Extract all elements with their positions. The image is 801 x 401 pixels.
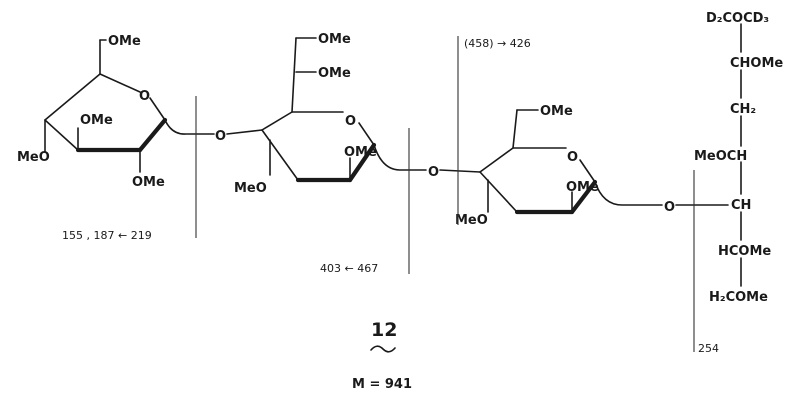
fragment-label-3: (458) → 426 [464,37,531,50]
glycosidic-oxygen-1: O [215,129,226,144]
molecular-mass-label: M = 941 [352,377,412,392]
ring2-meo-label: MeO [234,181,267,196]
ring1-ome-2-label: OMe [132,175,165,190]
compound-number: 12 [371,319,397,341]
ring1-meo-4-label: MeO [17,150,50,165]
ring1-ome-3-label: OMe [80,113,113,128]
alditol-c2-label: CHOMe [730,56,783,71]
fragment-label-2: 403 ← 467 [320,262,378,275]
ring2-ome-b-label: OMe [318,66,351,81]
alditol-c3-label: CH₂ [730,102,756,117]
ring2-ome-a-label: OMe [318,32,351,47]
alditol-c6-label: HCOMe [718,244,771,259]
ring2-ring-oxygen: O [345,114,356,129]
ring1-ring-oxygen: O [139,89,150,104]
alditol-c7-label: H₂COMe [709,290,768,305]
alditol-c5-label: CH [731,198,751,213]
glycosidic-oxygen-2: O [428,165,439,180]
ring-2 [261,37,427,183]
fragmentation-lines [195,36,695,352]
fragment-label-4: 254 [698,342,719,355]
alditol-c1-label: D₂COCD₃ [706,11,769,26]
ring-1 [44,39,215,173]
glycosidic-oxygen-3: O [664,200,675,215]
ring3-ring-oxygen: O [567,150,578,165]
ring1-ch2ome-label: OMe [108,34,141,49]
ring3-meo-label: MeO [455,213,488,228]
ring2-ome-2-label: OMe [344,145,377,160]
ring-3 [479,109,663,215]
fragment-label-1: 155 , 187 ← 219 [62,229,152,242]
alditol-c4-label: MeOCH [694,149,747,164]
compound-number-tilde [370,345,396,353]
ring3-ch2ome-label: OMe [540,104,573,119]
ring3-ome-2-label: OMe [566,180,599,195]
